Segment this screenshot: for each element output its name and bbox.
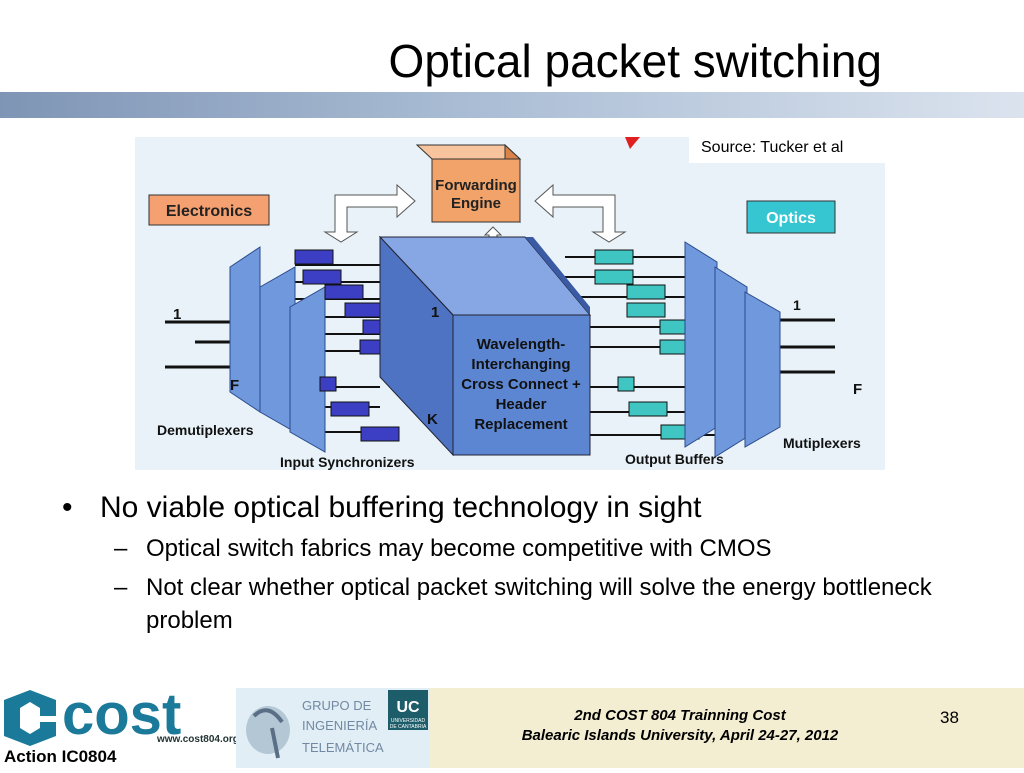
svg-text:UNIVERSIDAD: UNIVERSIDAD bbox=[391, 718, 426, 724]
optics-label: Optics bbox=[766, 210, 816, 227]
footer-venue: Balearic Islands University, April 24-27… bbox=[521, 727, 839, 744]
demux-label: Demutiplexers bbox=[157, 422, 254, 438]
svg-text:1: 1 bbox=[431, 304, 439, 321]
output-buffers-label: Output Buffers bbox=[625, 451, 724, 467]
svg-text:Interchanging: Interchanging bbox=[471, 356, 570, 373]
action-label: Action IC0804 bbox=[4, 747, 117, 766]
svg-text:F: F bbox=[230, 377, 239, 394]
footer: cost www.cost804.org Action IC0804 GRUPO… bbox=[0, 682, 1024, 768]
input-sync-label: Input Synchronizers bbox=[280, 454, 415, 470]
electronics-label: Electronics bbox=[166, 203, 252, 220]
svg-text:Header: Header bbox=[496, 396, 547, 413]
electronics-box bbox=[148, 194, 270, 226]
title-band bbox=[0, 92, 1024, 118]
slide-title: Optical packet switching bbox=[388, 35, 882, 87]
bullet-dot: • bbox=[62, 491, 73, 524]
cost-logo: cost www.cost804.org Action IC0804 bbox=[0, 682, 239, 768]
source-caption: Source: Tucker et al bbox=[689, 137, 885, 163]
demultiplexers bbox=[229, 246, 326, 453]
sub-bullet-text: Not clear whether optical packet switchi… bbox=[146, 574, 932, 634]
arrow-right bbox=[534, 183, 627, 243]
sub-bullet-item: –Not clear whether optical packet switch… bbox=[62, 571, 992, 637]
svg-text:K: K bbox=[427, 411, 438, 428]
svg-text:Cross Connect +: Cross Connect + bbox=[461, 376, 581, 393]
optics-box bbox=[746, 200, 836, 234]
dash-marker: – bbox=[114, 535, 128, 562]
page-number: 38 bbox=[940, 708, 959, 727]
svg-text:INGENIERÍA: INGENIERÍA bbox=[302, 718, 377, 733]
switch-diagram: Electronics Optics Forwarding Engine bbox=[135, 137, 885, 470]
svg-text:1: 1 bbox=[173, 306, 181, 323]
svg-text:F: F bbox=[853, 381, 862, 398]
cost-logo-text: cost bbox=[62, 688, 181, 747]
cross-connect-cube: Wavelength- Interchanging Cross Connect … bbox=[378, 235, 592, 457]
svg-text:GRUPO DE: GRUPO DE bbox=[302, 698, 372, 713]
svg-text:UC: UC bbox=[396, 699, 420, 716]
footer-band bbox=[430, 688, 1024, 768]
svg-text:Forwarding: Forwarding bbox=[435, 177, 517, 194]
svg-text:1: 1 bbox=[793, 297, 801, 313]
cost-url: www.cost804.org bbox=[157, 734, 239, 745]
red-marker bbox=[625, 137, 640, 149]
svg-text:TELEMÁTICA: TELEMÁTICA bbox=[302, 740, 384, 755]
svg-text:Engine: Engine bbox=[451, 195, 501, 212]
bullet-text: No viable optical buffering technology i… bbox=[100, 491, 702, 524]
svg-text:Wavelength-: Wavelength- bbox=[477, 336, 566, 353]
svg-text:DE CANTABRIA: DE CANTABRIA bbox=[390, 724, 427, 730]
multiplexers bbox=[684, 241, 781, 458]
forwarding-engine: Forwarding Engine bbox=[415, 143, 522, 224]
mux-label: Mutiplexers bbox=[783, 435, 861, 451]
footer-course: 2nd COST 804 Trainning Cost bbox=[574, 707, 786, 724]
diagram-svg: Electronics Optics Forwarding Engine bbox=[148, 137, 862, 470]
bullet-list: • No viable optical buffering technology … bbox=[62, 490, 992, 637]
grupo-logo: GRUPO DE INGENIERÍA TELEMÁTICA UC UNIVER… bbox=[236, 688, 430, 768]
output-buffers bbox=[594, 249, 700, 440]
bullet-item: • No viable optical buffering technology … bbox=[62, 490, 992, 526]
dash-marker: – bbox=[114, 574, 128, 601]
arrow-left bbox=[323, 183, 416, 243]
sub-bullet-item: –Optical switch fabrics may become compe… bbox=[62, 532, 992, 565]
sub-bullet-text: Optical switch fabrics may become compet… bbox=[146, 535, 772, 562]
svg-text:Replacement: Replacement bbox=[474, 416, 567, 433]
